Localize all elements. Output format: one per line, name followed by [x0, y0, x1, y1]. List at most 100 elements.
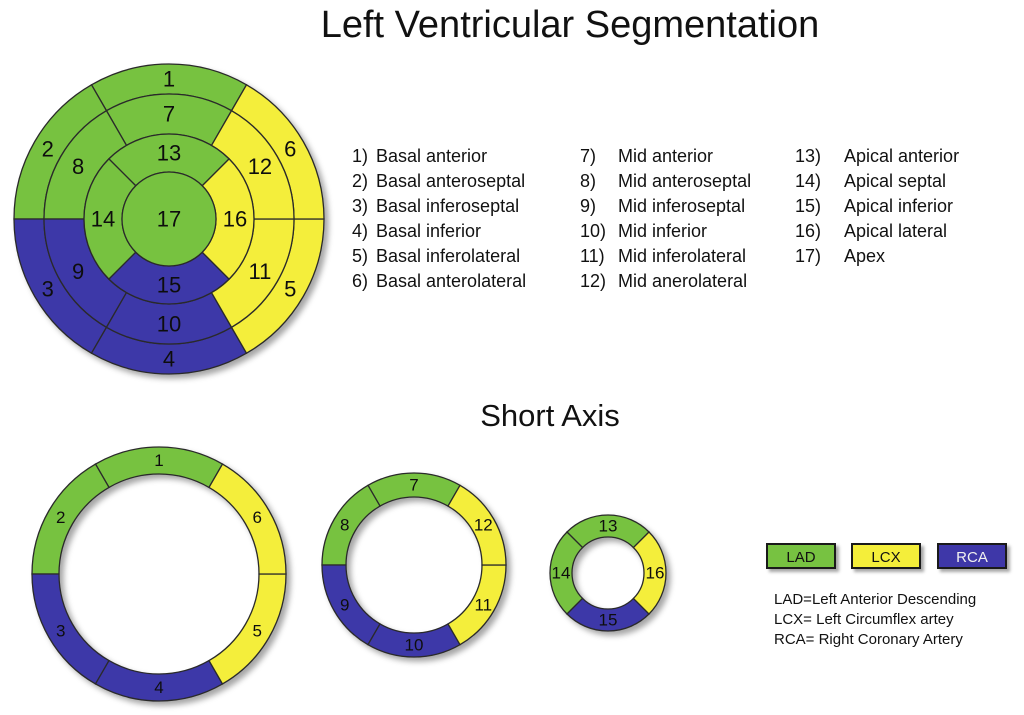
segment-label-8: 8 [340, 516, 349, 535]
legend-label: Apical lateral [844, 221, 948, 241]
legend-item: 11) Mid inferolateral [580, 244, 746, 269]
segment-label-16: 16 [223, 207, 247, 232]
legend-number: 8) [580, 171, 597, 191]
segment-label-8: 8 [72, 154, 84, 179]
legend-number: 2) [352, 171, 369, 191]
legend-label: Mid inferolateral [618, 246, 747, 266]
segment-label-2: 2 [42, 137, 54, 162]
segment-8 [321, 484, 381, 566]
legend-number: 9) [580, 196, 597, 216]
diagram-title: Left Ventricular Segmentation [320, 4, 820, 46]
legend-item: 2)Basal anteroseptal [352, 169, 525, 194]
legend-label: Basal inferolateral [376, 246, 521, 266]
legend-item: 16) Apical lateral [795, 219, 947, 244]
key-lcx-box: LCX [851, 543, 921, 569]
short-axis-basal-ring: 1 2 3 4 5 6 [31, 446, 287, 702]
legend-number: 13) [795, 146, 822, 166]
legend-label: Basal inferior [376, 221, 482, 241]
legend-number: 16) [795, 221, 822, 241]
legend-item: 13) Apical anterior [795, 144, 959, 169]
legend-number: 11) [580, 246, 605, 266]
segment-label-13: 13 [157, 141, 181, 166]
legend-number: 17) [795, 246, 822, 266]
legend-label: Mid inferoseptal [618, 196, 746, 216]
abbr-rca: RCA= Right Coronary Artery [774, 631, 963, 648]
segment-label-5: 5 [253, 621, 262, 640]
legend-item: 1) Basal anterior [352, 144, 487, 169]
legend-item: 9) Mid inferoseptal [580, 194, 745, 219]
segment-12 [447, 484, 507, 566]
legend-item: 14) Apical septal [795, 169, 946, 194]
abbr-lad: LAD=Left Anterior Descending [774, 591, 977, 608]
legend-label: Mid anerolateral [618, 271, 748, 291]
legend-item: 4) Basal inferior [352, 219, 481, 244]
legend-apical-segments: 13) Apical anterior 14) Apical septal 15) Api… [795, 144, 959, 269]
legend-item: 10) Mid inferior [580, 219, 707, 244]
legend-number: 10) [580, 221, 607, 241]
segment-label-15: 15 [157, 273, 181, 298]
legend-number: 3) [352, 196, 369, 216]
legend-label: Basal anterolateral [376, 271, 527, 291]
short-axis-apical-ring: 13 14 15 16 [549, 514, 667, 632]
segment-5 [208, 573, 287, 685]
segment-label-10: 10 [157, 312, 181, 337]
segment-label-10: 10 [405, 636, 424, 655]
legend-number: 14) [795, 171, 822, 191]
legend-number: 12) [580, 271, 607, 291]
segment-label-3: 3 [56, 621, 65, 640]
segment-label-6: 6 [253, 508, 262, 527]
segment-label-6: 6 [284, 137, 296, 162]
legend-label: Basal anterior [376, 146, 488, 166]
legend-label: Mid inferior [618, 221, 708, 241]
segment-label-11: 11 [249, 259, 272, 284]
segment-label-3: 3 [42, 277, 54, 302]
segment-label-9: 9 [72, 259, 84, 284]
segment-label-11: 11 [474, 596, 492, 615]
segment-label-1: 1 [154, 451, 163, 470]
legend-item: 15) Apical inferior [795, 194, 953, 219]
legend-number: 15) [795, 196, 822, 216]
segment-label-16: 16 [646, 564, 665, 583]
legend-label: Apical septal [844, 171, 947, 191]
legend-label: Apex [844, 246, 886, 266]
segment-9 [321, 564, 381, 646]
legend-label: Mid anteroseptal [618, 171, 752, 191]
segment-label-9: 9 [340, 596, 349, 615]
segment-label-4: 4 [163, 347, 175, 372]
segment-6 [208, 463, 287, 575]
legend-item: 3)Basal inferoseptal [352, 194, 519, 219]
legend-item: 7)Mid anterior [580, 144, 713, 169]
legend-label: Apical anterior [844, 146, 960, 166]
segment-label-14: 14 [91, 207, 115, 232]
legend-number: 4) [352, 221, 369, 241]
legend-item: 5) Basal inferolateral [352, 244, 520, 269]
segment-label-14: 14 [552, 564, 571, 583]
segment-17 [121, 171, 217, 267]
key-lad-box: LAD [766, 543, 836, 569]
segment-label-2: 2 [56, 508, 65, 527]
segment-label-4: 4 [154, 678, 163, 697]
segment-label-12: 12 [474, 516, 493, 535]
short-axis-mid-ring: 7 8 9 10 11 12 [321, 472, 507, 658]
segment-label-15: 15 [599, 611, 618, 630]
abbr-lcx: LCX= Left Circumflex artey [774, 611, 954, 628]
legend-item: 6)Basal anterolateral [352, 269, 526, 294]
legend-item: 17) Apex [795, 244, 885, 269]
legend-number: 5) [352, 246, 369, 266]
segment-2 [31, 463, 110, 575]
segment-label-13: 13 [599, 517, 618, 536]
key-rca-box: RCA [937, 543, 1007, 569]
segment-label-1: 1 [163, 67, 175, 92]
segment-label-7: 7 [163, 102, 175, 127]
legend-item: 8) Mid anteroseptal [580, 169, 751, 194]
segment-label-17: 17 [157, 207, 181, 232]
segment-3 [31, 573, 110, 685]
segment-label-7: 7 [409, 476, 418, 495]
segment-label-5: 5 [284, 277, 296, 302]
legend-label: Apical inferior [844, 196, 954, 216]
legend-number: 1) [352, 146, 369, 166]
